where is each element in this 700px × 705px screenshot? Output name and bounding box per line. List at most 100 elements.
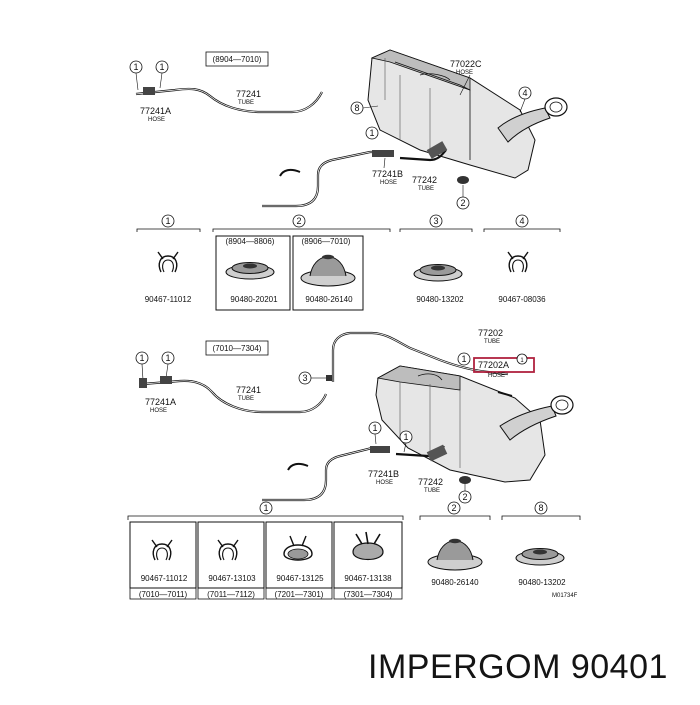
mid-section: (7010—7304) 1 1 77241A HOSE 77241 TUBE 3… — [135, 328, 574, 504]
svg-text:2: 2 — [296, 216, 301, 226]
mid-callout-3: 3 — [298, 371, 326, 385]
svg-text:HOSE: HOSE — [380, 180, 397, 186]
grommet-90480-13202 — [413, 264, 463, 282]
svg-text:1: 1 — [263, 503, 268, 513]
top-section: (8904—7010) 1 1 77241A HOSE 77241 TUBE — [129, 49, 568, 210]
svg-text:TUBE: TUBE — [424, 488, 440, 494]
top-callout-4: 4 — [518, 86, 532, 113]
svg-text:2: 2 — [462, 492, 467, 502]
svg-text:TUBE: TUBE — [238, 396, 254, 402]
row2-group-1: 1 — [259, 501, 273, 515]
mid-fuel-tank — [375, 365, 574, 483]
mid-callout-1f: 1 — [399, 430, 413, 453]
row1-group-4: 4 — [515, 214, 529, 228]
partno-90467-08036: 90467-08036 — [498, 295, 546, 304]
svg-text:8: 8 — [538, 503, 543, 513]
svg-text:HOSE: HOSE — [150, 408, 167, 414]
grommet-90480-20201 — [225, 262, 275, 280]
svg-text:8: 8 — [354, 103, 359, 113]
top-part-77022C: 77022C — [450, 59, 482, 69]
top-callout-1b: 1 — [155, 60, 169, 89]
brand-name: IMPERGOM — [368, 648, 561, 686]
partno-r2-c: 90467-13125 — [276, 574, 324, 583]
top-callout-1c: 1 — [365, 126, 379, 140]
svg-text:1: 1 — [372, 423, 377, 433]
row1-group-2: 2 — [292, 214, 306, 228]
row1-components: 1 2 3 4 (8904—8806) (8906—7010) 90467-11… — [136, 214, 561, 311]
mid-callout-1c: 1 — [457, 352, 471, 366]
svg-text:1: 1 — [165, 353, 170, 363]
range-r2-a: (7010—7011) — [139, 590, 188, 599]
mid-part-77241: 77241 — [236, 385, 261, 395]
row2-group-8: 8 — [534, 501, 548, 515]
mid-range-label: (7010—7304) — [213, 344, 262, 353]
top-part-77241: 77241 — [236, 89, 261, 99]
top-part-77241B: 77241B — [372, 169, 403, 179]
svg-text:1: 1 — [139, 353, 144, 363]
top-callout-8: 8 — [350, 101, 379, 115]
partno-90480-20201: 90480-20201 — [230, 295, 278, 304]
svg-text:1: 1 — [461, 354, 466, 364]
top-fuel-tank — [367, 49, 568, 179]
mid-callout-1a: 1 — [135, 351, 149, 381]
mid-callout-1e: 1 — [368, 421, 382, 445]
partno-90480-13202: 90480-13202 — [416, 295, 464, 304]
clip-90467-13125 — [283, 535, 313, 561]
svg-text:1: 1 — [369, 128, 374, 138]
mid-callout-1b: 1 — [161, 351, 175, 379]
svg-text:1: 1 — [133, 62, 138, 72]
row1-group-1: 1 — [161, 214, 175, 228]
partno-90467-11012: 90467-11012 — [145, 295, 192, 304]
clip-90467-11012-b — [151, 539, 173, 561]
top-part-77241A: 77241A — [140, 106, 171, 116]
svg-text:1: 1 — [159, 62, 164, 72]
mid-part-77241A: 77241A — [145, 397, 176, 407]
svg-text:1: 1 — [403, 432, 408, 442]
brand-part-number: 90401 — [570, 648, 668, 686]
clip-90467-13138 — [352, 531, 384, 561]
clip-90467-11012 — [157, 251, 179, 273]
mid-part-77202A: 77202A — [478, 360, 509, 370]
partno-r2-e: 90480-26140 — [431, 578, 479, 587]
drawing-code: M01734F — [552, 593, 578, 599]
grommet-90480-13202-b — [515, 548, 565, 566]
mid-callout-1d: 1 — [516, 353, 528, 365]
svg-text:TUBE: TUBE — [238, 100, 254, 106]
svg-text:TUBE: TUBE — [418, 186, 434, 192]
svg-text:HOSE: HOSE — [376, 480, 393, 486]
svg-text:2: 2 — [451, 503, 456, 513]
top-part-77242: 77242 — [412, 175, 437, 185]
svg-text:HOSE: HOSE — [488, 373, 505, 379]
mid-part-77241B: 77241B — [368, 469, 399, 479]
mid-part-77242: 77242 — [418, 477, 443, 487]
highlight-77202A — [473, 357, 535, 373]
svg-text:HOSE: HOSE — [148, 117, 165, 123]
range-r2-b: (7011—7112) — [207, 590, 255, 599]
top-callout-2: 2 — [456, 185, 470, 210]
svg-text:3: 3 — [302, 373, 307, 383]
svg-text:4: 4 — [522, 88, 527, 98]
range-r2-c: (7201—7301) — [275, 590, 324, 599]
svg-text:1: 1 — [520, 358, 524, 364]
grommet-90480-26140-b — [427, 538, 483, 571]
row1-group-3: 3 — [429, 214, 443, 228]
partno-90480-26140: 90480-26140 — [305, 295, 353, 304]
svg-text:2: 2 — [460, 198, 465, 208]
mid-callout-2: 2 — [458, 484, 472, 504]
partno-r2-f: 90480-13202 — [518, 578, 566, 587]
svg-text:4: 4 — [519, 216, 524, 226]
clip-90467-08036 — [507, 251, 529, 273]
svg-text:HOSE: HOSE — [456, 70, 473, 76]
svg-text:3: 3 — [433, 216, 438, 226]
top-callout-1a: 1 — [129, 60, 143, 91]
brand-footer: IMPERGOM 90401 — [368, 645, 688, 689]
row2-components: 1 2 8 90467-11012 90467-13103 9046 — [127, 501, 581, 600]
clip-90467-13103 — [217, 539, 239, 561]
partno-r2-d: 90467-13138 — [344, 574, 392, 583]
mid-part-77202: 77202 — [478, 328, 503, 338]
row1-range-2: (8906—7010) — [302, 237, 351, 246]
partno-r2-a: 90467-11012 — [141, 574, 188, 583]
partno-r2-b: 90467-13103 — [208, 574, 256, 583]
